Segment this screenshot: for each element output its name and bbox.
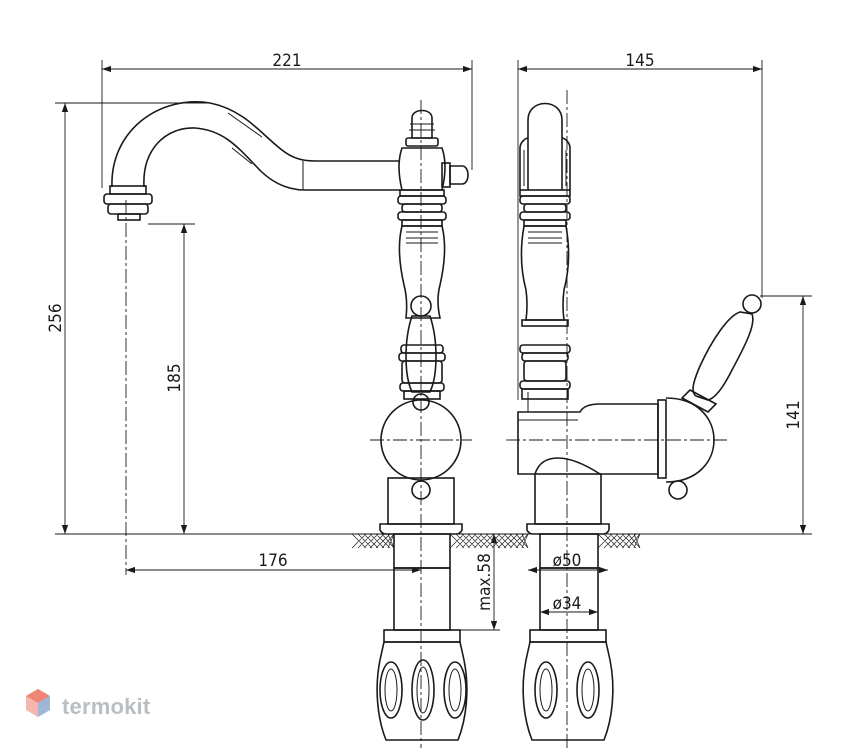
countertop-hatch (351, 533, 641, 549)
dim-max-thickness: max.58 (475, 553, 495, 611)
side-body (517, 397, 715, 500)
dim-handle-height: 141 (784, 400, 804, 429)
front-view (103, 100, 472, 748)
front-spout (103, 101, 400, 221)
front-column (397, 195, 447, 400)
dimension-lines (55, 60, 812, 631)
watermark-text: termokit (62, 694, 151, 719)
dim-spout-reach: 176 (258, 551, 287, 571)
front-mixer-ball (379, 399, 463, 535)
termokit-logo-icon (26, 689, 50, 717)
side-view (506, 90, 762, 748)
dim-spout-height: 185 (165, 363, 185, 392)
side-handle (680, 294, 762, 413)
front-finial (398, 109, 469, 197)
side-column (519, 195, 571, 412)
front-shank (376, 533, 468, 741)
dim-depth-total: 145 (625, 51, 654, 71)
dim-height-total: 256 (46, 303, 66, 332)
dim-diameter-inner: ø34 (553, 594, 582, 614)
side-spout-top (519, 102, 571, 197)
dim-diameter-outer: ø50 (553, 551, 582, 571)
dim-width-total: 221 (272, 51, 301, 71)
